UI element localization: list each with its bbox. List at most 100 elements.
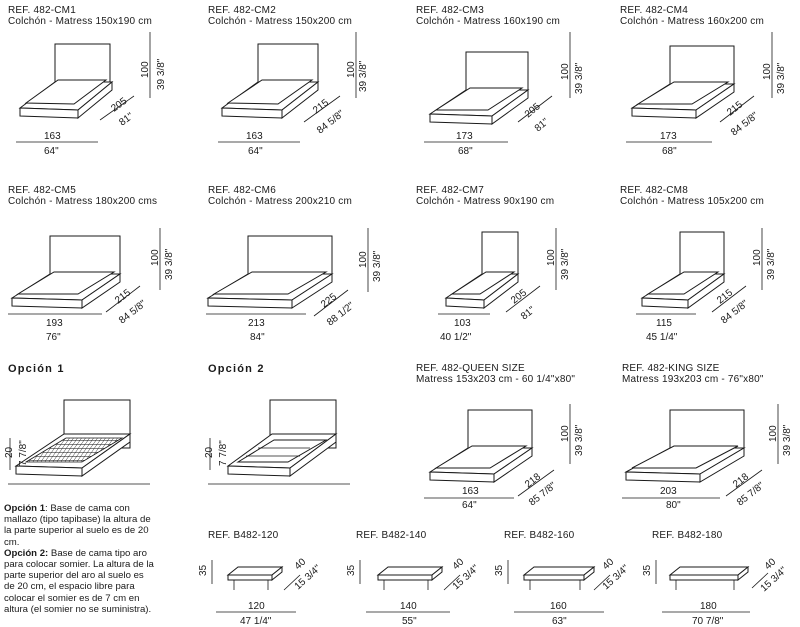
- depth-cm: 218: [731, 471, 751, 490]
- opt2-height-in: 7 7/8": [218, 440, 229, 466]
- width-in: 64": [44, 146, 59, 157]
- bed-drawing: 213 84" 225 88 1/2" 100 39 3/8": [206, 228, 383, 343]
- opt2-height-cm: 20: [204, 446, 215, 458]
- opt1-label: Opción 1: [4, 503, 46, 514]
- height-cm: 100: [358, 251, 369, 268]
- height-in: 39 3/8": [776, 62, 787, 94]
- bed-mattress: Matress 193x203 cm - 76"x80": [622, 374, 764, 385]
- height-cm: 100: [560, 425, 571, 442]
- bench-depth-in: 15 3/4": [759, 565, 790, 594]
- bed-mattress: Colchón - Matress 150x190 cm: [8, 16, 152, 27]
- bench-140: 35 40 15 3/4" 140 55": [346, 556, 482, 627]
- width-in: 40 1/2": [440, 332, 472, 343]
- bed-ref-code: REF. 482-CM3: [416, 5, 484, 16]
- bed-drawing: 103 40 1/2" 205 81" 100 39 3/8": [438, 228, 571, 343]
- bench-height-cm: 35: [642, 564, 653, 576]
- option-2-title: Opción 2: [208, 363, 265, 375]
- bench-180: 35 40 15 3/4" 180 70 7/8": [642, 556, 790, 627]
- height-in: 39 3/8": [164, 248, 175, 280]
- bed-ref: REF. 482-CM4 Colchón - Matress 160x200 c…: [620, 5, 764, 27]
- bench-height-cm: 35: [346, 564, 357, 576]
- bed-mattress: Colchón - Matress 90x190 cm: [416, 196, 555, 207]
- height-in: 39 3/8": [574, 424, 585, 456]
- height-cm: 100: [762, 63, 773, 80]
- height-cm: 100: [546, 249, 557, 266]
- bed-drawing: 163 64" 218 85 7/8" 100 39 3/8": [424, 404, 585, 510]
- width-cm: 115: [656, 318, 672, 329]
- bench-160: 35 40 15 3/4" 160 63": [494, 556, 632, 627]
- bench-height-cm: 35: [494, 564, 505, 576]
- bed-mattress: Colchón - Matress 180x200 cms: [8, 196, 158, 207]
- depth-in: 81": [533, 116, 552, 134]
- bed-mattress: Colchón - Matress 160x190 cm: [416, 16, 560, 27]
- width-cm: 173: [660, 131, 677, 142]
- opt1-height-cm: 20: [4, 446, 15, 458]
- bed-drawing: 203 80" 218 85 7/8" 100 39 3/8": [622, 404, 793, 510]
- bed-drawing: 193 76" 215 84 5/8" 100 39 3/8": [8, 228, 175, 343]
- width-in: 84": [250, 332, 265, 343]
- bed-ref: REF. 482-CM8 Colchón - Matress 105x200 c…: [620, 185, 764, 207]
- options-description: Opción 1: Base de cama con mallazo (tipo…: [4, 503, 156, 615]
- opt2-text: Base de cama tipo aro para colocar somie…: [4, 547, 154, 615]
- bed-ref-code: REF. 482-KING SIZE: [622, 363, 720, 374]
- depth-cm: 215: [715, 287, 735, 306]
- bench-width-cm: 120: [248, 601, 265, 612]
- height-in: 39 3/8": [560, 248, 571, 280]
- bed-drawing: 115 45 1/4" 215 84 5/8" 100 39 3/8": [636, 228, 777, 343]
- bed-cell-cm5: REF. 482-CM5 Colchón - Matress 180x200 c…: [0, 180, 200, 350]
- bench-width-cm: 160: [550, 601, 567, 612]
- bench-120: 35 40 15 3/4" 120 47 1/4": [198, 556, 324, 627]
- bench-width-in: 70 7/8": [692, 616, 724, 627]
- bed-drawing: 173 68" 205 81" 100 39 3/8": [424, 32, 585, 157]
- height-in: 39 3/8": [766, 248, 777, 280]
- bench-depth-cm: 40: [601, 556, 617, 572]
- opt2-label: Opción 2:: [4, 547, 49, 559]
- bench-depth-in: 15 3/4": [451, 563, 482, 592]
- depth-cm: 215: [113, 287, 133, 306]
- bed-ref: REF. 482-KING SIZE Matress 193x203 cm - …: [622, 363, 764, 385]
- option-2-drawing: 20 7 7/8": [204, 399, 350, 485]
- bed-cell-king: REF. 482-KING SIZE Matress 193x203 cm - …: [612, 360, 800, 510]
- bench-height-cm: 35: [198, 564, 209, 576]
- depth-in: 81": [519, 304, 538, 322]
- bed-ref-code: REF. 482-CM5: [8, 185, 76, 196]
- bed-ref: REF. 482-CM6 Colchón - Matress 200x210 c…: [208, 185, 352, 207]
- bed-mattress: Colchón - Matress 150x200 cm: [208, 16, 352, 27]
- width-cm: 203: [660, 486, 677, 497]
- bed-cell-cm3: REF. 482-CM3 Colchón - Matress 160x190 c…: [410, 0, 610, 175]
- bed-ref: REF. 482-CM1 Colchón - Matress 150x190 c…: [8, 5, 152, 27]
- bed-ref-code: REF. 482-CM2: [208, 5, 276, 16]
- height-in: 39 3/8": [156, 58, 167, 90]
- bed-ref: REF. 482-CM2 Colchón - Matress 150x200 c…: [208, 5, 352, 27]
- bed-ref: REF. 482-QUEEN SIZE Matress 153x203 cm -…: [416, 363, 575, 385]
- opt1-height-in: 7 7/8": [18, 440, 29, 466]
- bench-depth-in: 15 3/4": [601, 563, 632, 592]
- height-in: 39 3/8": [358, 60, 369, 92]
- bench-ref-140: REF. B482-140: [356, 530, 427, 541]
- bench-width-in: 55": [402, 616, 417, 627]
- depth-cm: 218: [523, 471, 543, 490]
- bed-ref: REF. 482-CM5 Colchón - Matress 180x200 c…: [8, 185, 157, 207]
- width-cm: 163: [462, 486, 479, 497]
- height-in: 39 3/8": [782, 424, 793, 456]
- bed-cell-cm1: REF. 482-CM1 Colchón - Matress 150x190 c…: [0, 0, 200, 175]
- bed-mattress: Matress 153x203 cm - 60 1/4"x80": [416, 374, 576, 385]
- bed-ref: REF. 482-CM3 Colchón - Matress 160x190 c…: [416, 5, 560, 27]
- width-cm: 213: [248, 318, 265, 329]
- bench-depth-cm: 40: [293, 556, 309, 572]
- bench-width-cm: 180: [700, 601, 717, 612]
- bench-ref-120: REF. B482-120: [208, 530, 279, 541]
- bench-width-in: 63": [552, 616, 567, 627]
- height-cm: 100: [150, 249, 161, 266]
- bench-depth-cm: 40: [763, 556, 779, 572]
- width-in: 76": [46, 332, 61, 343]
- width-cm: 173: [456, 131, 473, 142]
- height-cm: 100: [140, 61, 151, 78]
- bed-ref-code: REF. 482-CM6: [208, 185, 276, 196]
- width-cm: 163: [246, 131, 263, 142]
- bench-ref-160: REF. B482-160: [504, 530, 575, 541]
- bed-drawing: 163 64" 215 84 5/8" 100 39 3/8": [218, 32, 369, 157]
- height-cm: 100: [768, 425, 779, 442]
- bed-mattress: Colchón - Matress 200x210 cm: [208, 196, 352, 207]
- height-cm: 100: [560, 63, 571, 80]
